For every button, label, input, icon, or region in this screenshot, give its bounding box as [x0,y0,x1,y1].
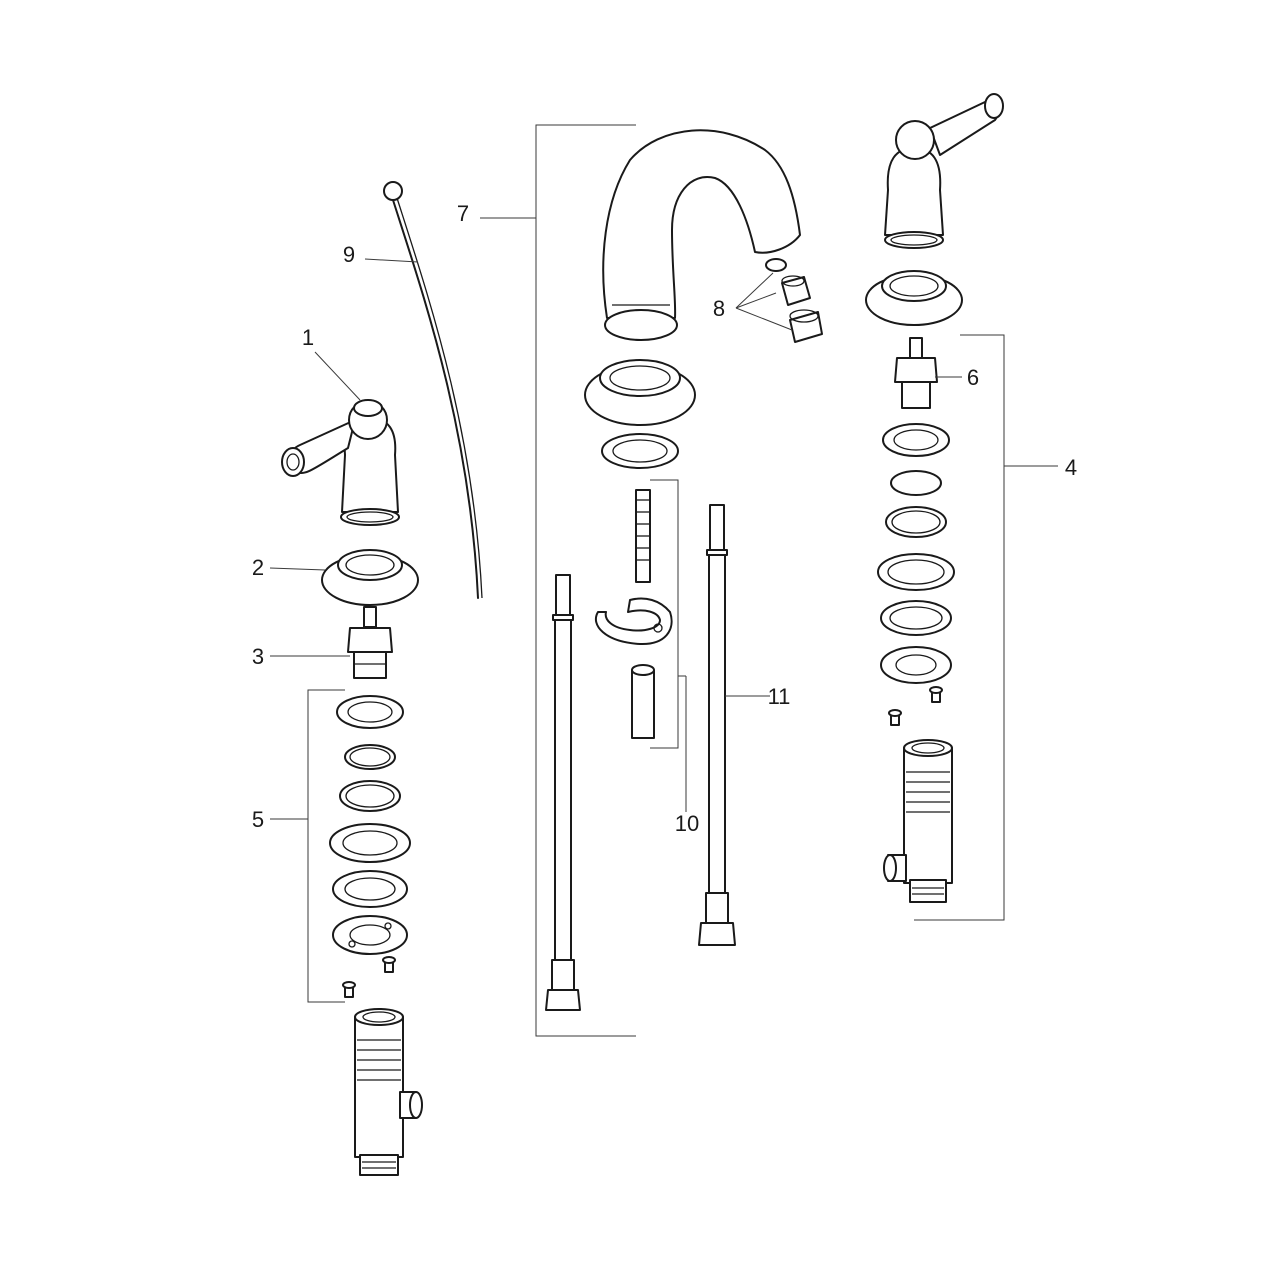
callout-11: 11 [768,684,791,709]
callout-2: 2 [252,555,264,580]
right-lever-handle [884,93,1004,249]
callout-9: 9 [343,242,355,267]
callout-7: 7 [457,201,469,226]
left-escutcheon [321,549,419,606]
right-valve-body [883,739,953,903]
callout-3: 3 [252,644,264,669]
mounting-hardware [595,489,673,739]
callout-10: 10 [675,811,699,836]
left-valve-body [354,1008,423,1176]
left-seal-rings [329,695,411,998]
pop-up-rod [383,181,483,599]
left-cartridge [347,606,393,679]
spout [602,129,801,341]
callout-1: 1 [302,325,314,350]
leader-lines [269,124,1058,1037]
callout-5: 5 [252,807,264,832]
spout-escutcheon [584,359,696,469]
left-supply-hose [545,574,581,1011]
callout-6: 6 [967,365,979,390]
callout-4: 4 [1065,455,1077,480]
right-seal-rings [877,423,955,726]
left-lever-handle [281,399,400,526]
aerator-parts [765,258,823,343]
right-supply-hose [698,504,736,946]
right-escutcheon [865,270,963,326]
right-cartridge [894,337,938,409]
callout-8: 8 [713,296,725,321]
callout-labels: 1 2 3 4 5 6 7 8 9 10 11 [252,201,1077,836]
